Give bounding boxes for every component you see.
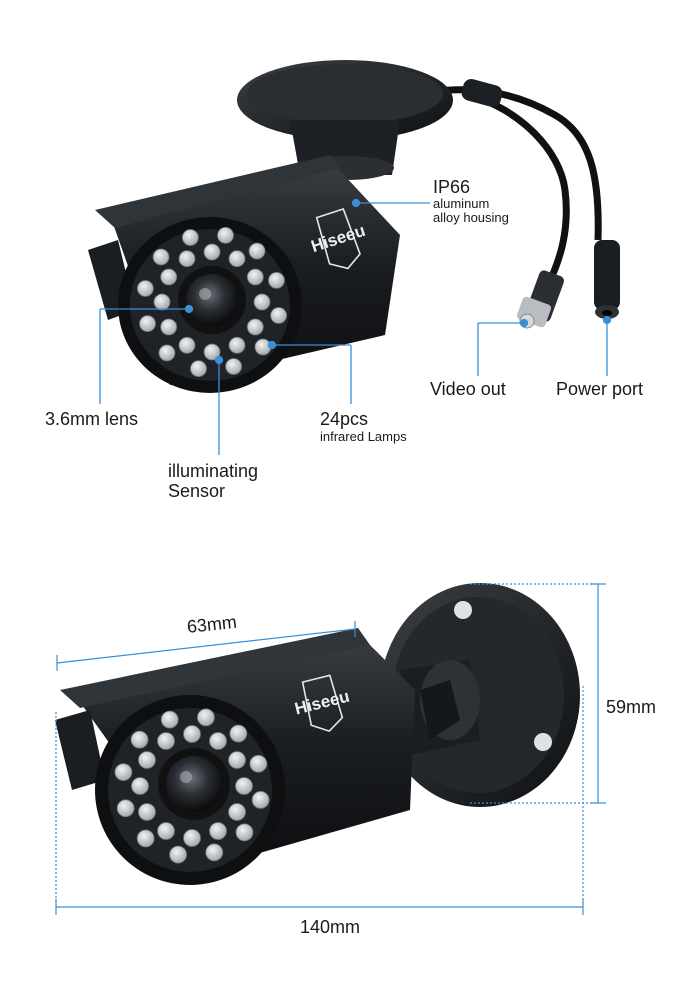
callout-lines (99, 198, 612, 455)
infrared-led (203, 243, 221, 261)
infrared-led (228, 803, 246, 821)
infrared-led (251, 791, 270, 809)
infrared-led (228, 336, 246, 354)
infrared-led (229, 724, 248, 743)
infrared-led (130, 730, 149, 749)
infrared-led (153, 293, 171, 311)
infrared-led (268, 271, 285, 289)
sensor-line2: Sensor (168, 481, 226, 501)
infrared-led (246, 268, 264, 286)
infrared-led (136, 280, 154, 297)
video-out-label: Video out (430, 379, 506, 399)
dimension-lines (55, 583, 606, 915)
infrared-led (160, 318, 178, 336)
infrared-led (228, 751, 246, 769)
infrared-led (217, 226, 234, 244)
infrared-led (190, 360, 207, 378)
power-port-label: Power port (556, 379, 644, 399)
bottom-camera: Hiseeu (55, 583, 580, 885)
infrared-led (235, 823, 254, 842)
infrared-led (160, 710, 179, 729)
infrared-led (228, 250, 246, 268)
infrared-led (203, 343, 221, 361)
sensor-line1: illuminating (168, 461, 259, 481)
infrared-led (248, 242, 266, 260)
infrared-led (270, 307, 288, 324)
infrared-led (205, 843, 224, 862)
infrared-led (157, 732, 175, 750)
infrared-led-ring (136, 226, 288, 378)
length-dimension: 140mm (300, 917, 361, 937)
infrared-led (178, 336, 196, 354)
housing-line1: aluminum (433, 196, 490, 211)
infrared-led (181, 229, 199, 246)
housing-line2: alloy housing (433, 210, 509, 225)
infrared-led (209, 822, 227, 840)
infrared-led (116, 799, 135, 818)
infrared-led (157, 822, 175, 840)
infrared-led (139, 315, 156, 333)
lens-label: 3.6mm lens (45, 409, 139, 429)
lamps-desc-label: infrared Lamps (320, 429, 407, 444)
infrared-led (160, 268, 178, 286)
infrared-led (253, 293, 271, 311)
video-cable (468, 91, 570, 287)
infrared-led (152, 248, 170, 266)
infrared-led (225, 358, 243, 375)
infrared-led (138, 751, 156, 769)
infrared-led (197, 708, 215, 727)
lamps-count-label: 24pcs (320, 409, 369, 429)
infrared-led (169, 845, 187, 864)
infrared-led (158, 344, 176, 362)
infrared-led (114, 763, 133, 781)
height-dimension: 59mm (606, 697, 657, 717)
infrared-led (136, 829, 155, 848)
infrared-led (246, 318, 264, 336)
infrared-led (178, 250, 196, 268)
infrared-led (209, 732, 227, 750)
infrared-led (183, 725, 201, 743)
infrared-led (138, 803, 156, 821)
ip66-label: IP66 (433, 177, 471, 197)
infrared-led (249, 754, 268, 773)
infrared-led (235, 777, 253, 795)
top-camera: Hiseeu (88, 60, 620, 393)
infrared-led (131, 777, 149, 795)
dc-power-jack (594, 240, 620, 319)
infrared-led (183, 829, 201, 847)
infrared-led-ring-bottom (114, 708, 270, 864)
